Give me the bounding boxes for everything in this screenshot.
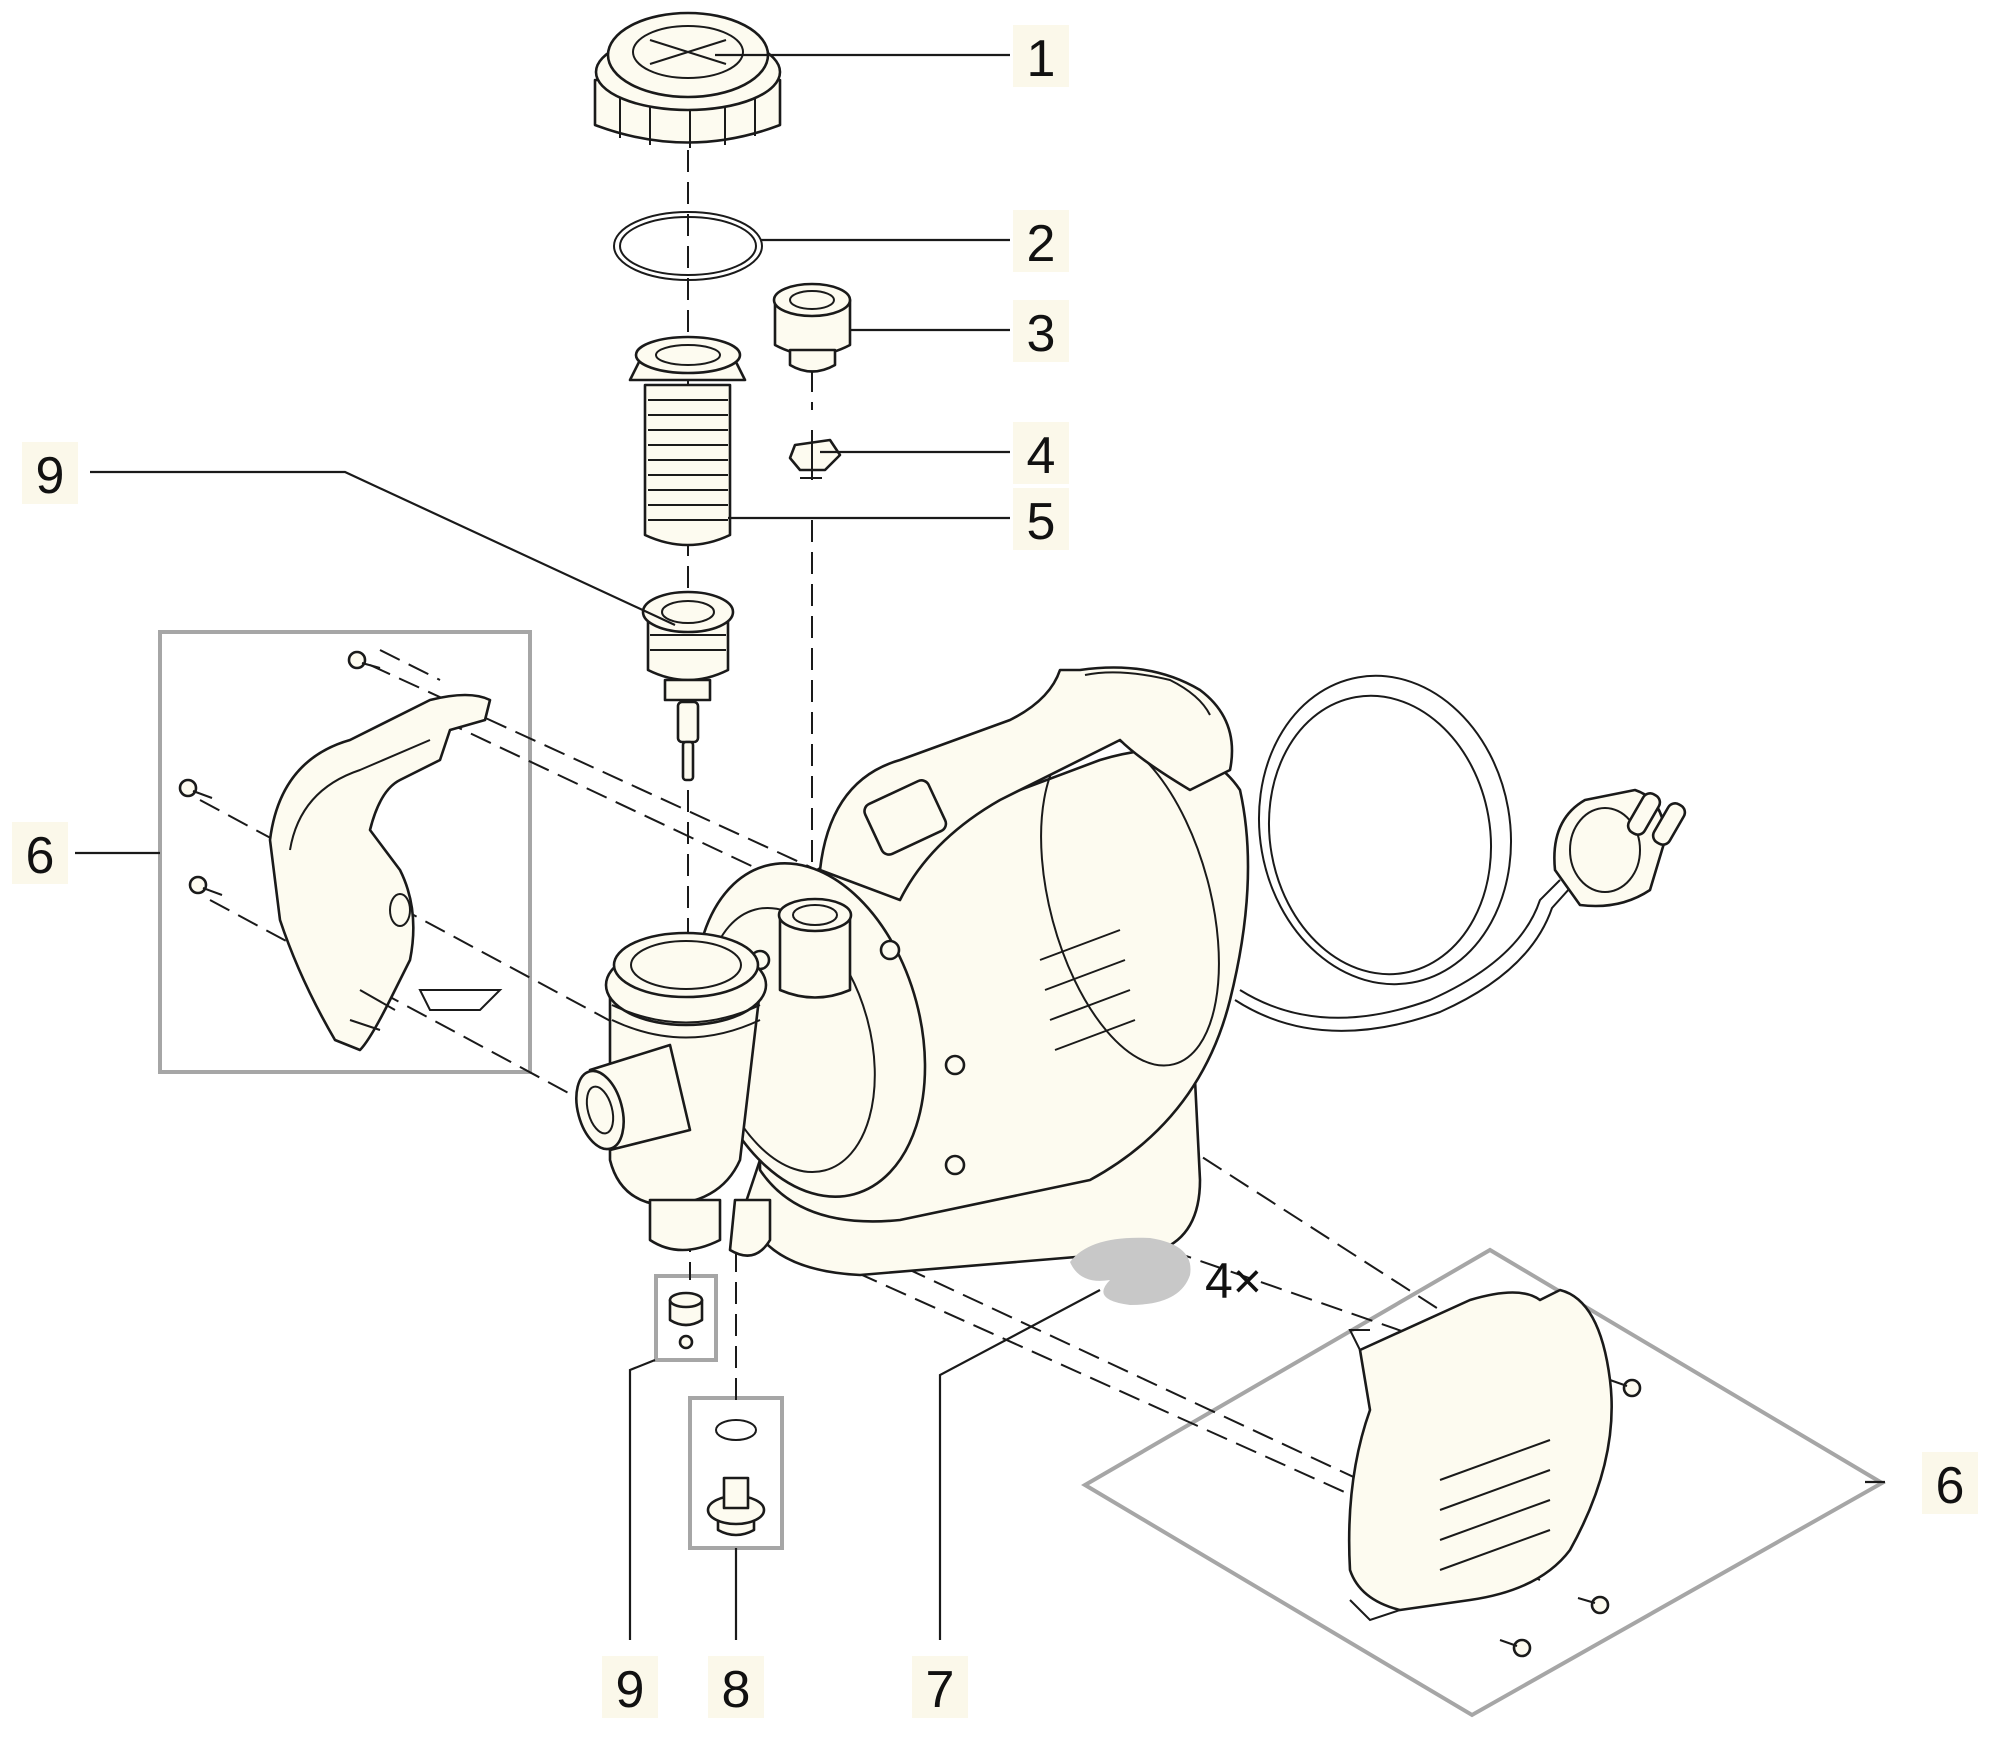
o-ring: [613, 211, 763, 281]
svg-text:5: 5: [1027, 493, 1056, 551]
filter-cap: [593, 11, 782, 148]
drain-screw: [668, 1291, 704, 1350]
screw-right-2: [1577, 1595, 1610, 1615]
housing-cover-right: [1347, 1288, 1613, 1622]
power-cable: [1234, 674, 1571, 1032]
pressure-connector: [772, 282, 852, 373]
check-valve: [788, 430, 842, 480]
callout-9-bottom: 9: [602, 1656, 658, 1719]
svg-text:6: 6: [1936, 1457, 1965, 1515]
filter-insert: [628, 335, 747, 547]
svg-text:8: 8: [722, 1661, 751, 1719]
screw-left-3: [188, 875, 223, 896]
filter-valve-insert: [641, 590, 735, 782]
svg-text:6: 6: [26, 827, 55, 885]
callout-3: 3: [1013, 300, 1069, 363]
callout-6-left: 6: [12, 822, 68, 885]
callout-8: 8: [708, 1656, 764, 1719]
pump-body: [575, 666, 1250, 1277]
svg-text:4: 4: [1027, 427, 1056, 485]
housing-cover-left: [268, 693, 503, 1052]
callout-4: 4: [1013, 422, 1069, 485]
screw-left-2: [178, 778, 213, 799]
screw-right-1: [1609, 1378, 1642, 1398]
callout-1: 1: [1013, 25, 1069, 88]
drain-screw-group-box: [654, 1274, 718, 1362]
svg-text:1: 1: [1027, 30, 1056, 88]
callout-6-right: 6: [1922, 1452, 1978, 1515]
callout-9-top: 9: [22, 442, 78, 505]
svg-text:2: 2: [1027, 215, 1056, 273]
drain-plug: [706, 1419, 766, 1537]
leader-lines: [75, 53, 1885, 1640]
mains-plug: [1553, 788, 1687, 908]
svg-text:7: 7: [926, 1661, 955, 1719]
callout-5: 5: [1013, 488, 1069, 551]
callout-7: 7: [912, 1656, 968, 1719]
svg-text:9: 9: [616, 1661, 645, 1719]
svg-text:3: 3: [1027, 305, 1056, 363]
screw-right-3: [1499, 1638, 1532, 1658]
quantity-note: 4×: [1205, 1253, 1262, 1309]
screw-left-1: [347, 650, 381, 670]
foot-pad: [1070, 1237, 1191, 1305]
svg-text:9: 9: [36, 447, 65, 505]
callout-2: 2: [1013, 210, 1069, 273]
